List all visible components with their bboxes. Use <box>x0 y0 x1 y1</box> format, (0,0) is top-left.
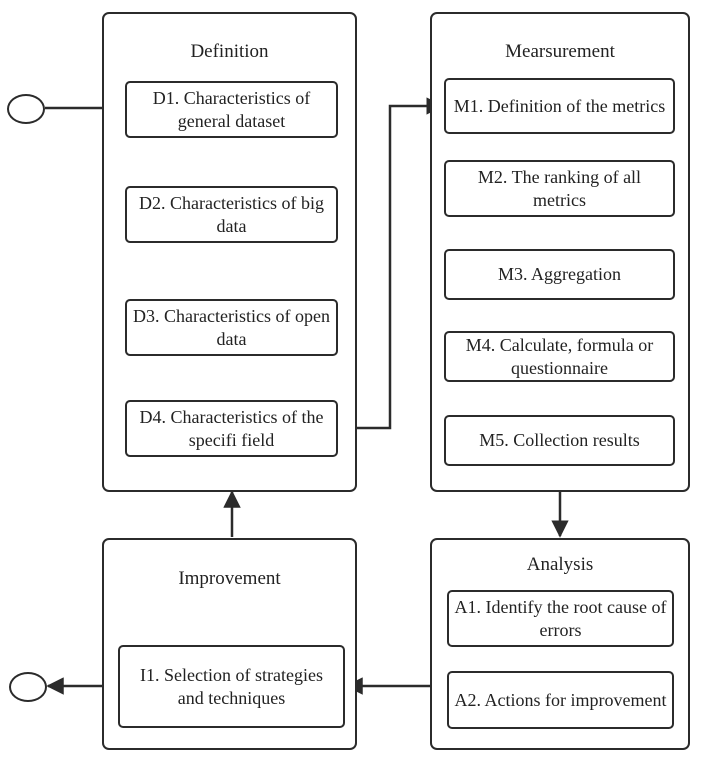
step-m2: M2. The ranking of all metrics <box>444 160 675 217</box>
step-d3: D3. Characteristics of open data <box>125 299 338 356</box>
step-a2-label: A2. Actions for improvement <box>454 689 667 710</box>
measurement-title: Mearsurement <box>505 41 615 62</box>
step-i1: I1. Selection of strategies and techniqu… <box>118 645 345 728</box>
step-i1-label: I1. Selection of strategies and techniqu… <box>140 664 323 708</box>
step-d3-label: D3. Characteristics of open data <box>133 305 330 349</box>
step-m1-label: M1. Definition of the metrics <box>453 95 666 116</box>
step-d4: D4. Characteristics of the specifi field <box>125 400 338 457</box>
analysis-title: Analysis <box>526 554 594 575</box>
step-m1: M1. Definition of the metrics <box>444 78 675 134</box>
step-a1: A1. Identify the root cause of errors <box>447 590 674 647</box>
improvement-title: Improvement <box>178 568 281 589</box>
step-a2: A2. Actions for improvement <box>447 671 674 729</box>
end-terminal <box>9 672 47 702</box>
step-m3-label: M3. Aggregation <box>498 264 621 284</box>
definition-title: Definition <box>190 41 269 62</box>
step-a1-label: A1. Identify the root cause of errors <box>454 596 667 640</box>
step-d2-label: D2. Characteristics of big data <box>139 192 324 236</box>
step-m5-label: M5. Collection results <box>479 430 640 450</box>
start-terminal <box>7 94 45 124</box>
step-d4-label: D4. Characteristics of the specifi field <box>139 406 324 450</box>
step-m5: M5. Collection results <box>444 415 675 466</box>
step-m3: M3. Aggregation <box>444 249 675 300</box>
step-m2-label: M2. The ranking of all metrics <box>477 166 642 210</box>
step-d1: D1. Characteristics of general dataset <box>125 81 338 138</box>
step-m4-label: M4. Calculate, formula or questionnaire <box>465 334 654 378</box>
step-d2: D2. Characteristics of big data <box>125 186 338 243</box>
step-m4: M4. Calculate, formula or questionnaire <box>444 331 675 382</box>
step-d1-label: D1. Characteristics of general dataset <box>152 87 311 131</box>
arrow-d4-to-m1 <box>336 97 444 430</box>
